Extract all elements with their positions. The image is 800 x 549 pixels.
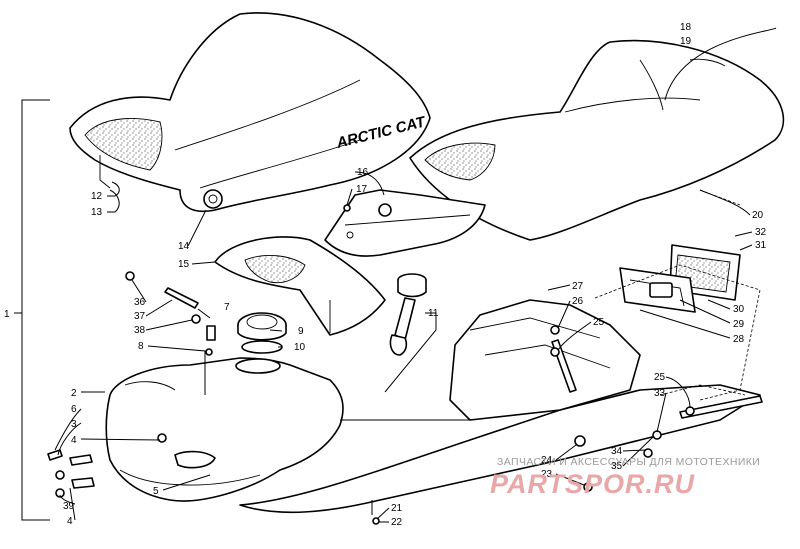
callout-4-upper: 4 xyxy=(71,435,77,446)
gas-cap xyxy=(237,312,287,354)
callout-10: 10 xyxy=(294,342,306,353)
callout-17: 17 xyxy=(356,184,368,195)
watermark-title: PARTSPOR.RU xyxy=(490,469,696,499)
callout-32: 32 xyxy=(755,227,767,238)
callout-numbers: 1 2 3 4 4 5 6 7 8 9 10 11 12 13 14 15 16… xyxy=(4,22,767,528)
callout-4-lower: 4 xyxy=(67,516,73,527)
callout-30: 30 xyxy=(733,304,745,315)
assembly-outline-1 xyxy=(594,264,761,401)
callout-6: 6 xyxy=(71,404,77,415)
callout-25-upper: 25 xyxy=(593,317,605,328)
hardware xyxy=(47,204,763,525)
callout-9: 9 xyxy=(298,326,304,337)
callout-36: 36 xyxy=(134,297,146,308)
chassis-tunnel xyxy=(239,299,761,514)
tail-panel xyxy=(324,189,486,257)
callout-5: 5 xyxy=(153,486,159,497)
callout-28: 28 xyxy=(733,334,745,345)
callout-38: 38 xyxy=(134,325,146,336)
callout-34: 34 xyxy=(611,446,623,457)
callout-18: 18 xyxy=(680,22,692,33)
watermark: ЗАПЧАСТИ И АКСЕССУАРЫ ДЛЯ МОТОТЕХНИКИ PA… xyxy=(490,456,760,499)
left-seat: ARCTIC CAT xyxy=(69,12,431,212)
callout-2: 2 xyxy=(71,388,77,399)
callout-3: 3 xyxy=(71,419,77,430)
callout-39: 39 xyxy=(63,501,75,512)
callout-23: 23 xyxy=(541,469,553,480)
callout-13: 13 xyxy=(91,207,103,218)
fuel-sender xyxy=(389,273,427,356)
callout-35: 35 xyxy=(611,461,623,472)
callout-22: 22 xyxy=(391,517,403,528)
assembly-outline-2 xyxy=(659,384,746,396)
callout-24: 24 xyxy=(541,455,553,466)
callout-12: 12 xyxy=(91,191,103,202)
callout-1: 1 xyxy=(4,309,10,320)
watermark-subtitle: ЗАПЧАСТИ И АКСЕССУАРЫ ДЛЯ МОТОТЕХНИКИ xyxy=(497,456,760,468)
callout-7: 7 xyxy=(224,302,230,313)
callout-21: 21 xyxy=(391,503,403,514)
callout-29: 29 xyxy=(733,319,745,330)
callout-27: 27 xyxy=(572,281,584,292)
leader-lines xyxy=(14,27,777,523)
callout-16: 16 xyxy=(357,167,369,178)
callout-33: 33 xyxy=(654,388,666,399)
callout-31: 31 xyxy=(755,240,767,251)
callout-20: 20 xyxy=(752,210,764,221)
callout-25-lower: 25 xyxy=(654,372,666,383)
callout-14: 14 xyxy=(178,241,190,252)
callout-37: 37 xyxy=(134,311,146,322)
callout-8: 8 xyxy=(138,341,144,352)
callout-26: 26 xyxy=(572,296,584,307)
seat-pan xyxy=(214,236,386,336)
callout-11: 11 xyxy=(428,308,439,319)
fuel-tank-body xyxy=(105,357,344,502)
callout-19: 19 xyxy=(680,36,692,47)
callout-15: 15 xyxy=(178,259,190,270)
